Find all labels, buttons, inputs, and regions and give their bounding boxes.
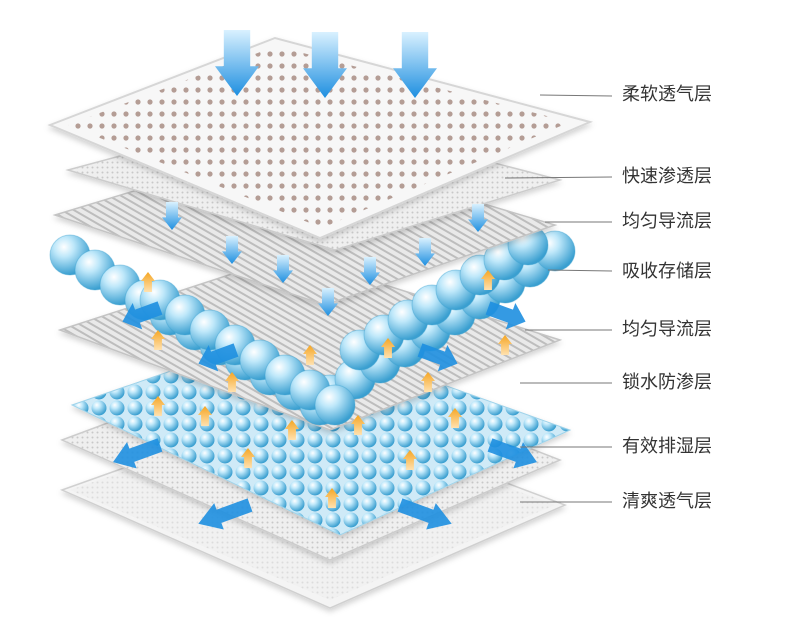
leader-lines-group [504, 94, 613, 503]
leader-line [547, 269, 613, 272]
layer-label-7: 有效排湿层 [622, 436, 712, 457]
down-arrow-large [303, 32, 347, 98]
spread-arrow [198, 498, 253, 530]
down-arrow-small [360, 257, 380, 285]
leader-line [504, 176, 613, 179]
spread-arrow [397, 498, 452, 530]
spread-arrow [485, 301, 526, 330]
down-arrow-large [393, 32, 437, 98]
spread-arrow [113, 438, 163, 469]
layer-label-6: 锁水防渗层 [622, 372, 712, 393]
absorb-bead [314, 384, 356, 426]
spread-arrow [198, 343, 239, 372]
down-arrow-small [415, 238, 435, 266]
up-arrow [498, 335, 512, 355]
up-arrow [448, 408, 462, 428]
layer-label-1: 柔软透气层 [622, 84, 712, 105]
down-arrow-small [318, 288, 338, 316]
up-arrow [225, 372, 239, 392]
down-arrow-small [222, 236, 242, 264]
layer-label-4: 吸收存储层 [622, 261, 712, 282]
leader-line [539, 94, 613, 97]
up-arrow [403, 450, 417, 470]
layer-label-8: 清爽透气层 [622, 491, 712, 512]
up-arrow [303, 345, 317, 365]
down-arrow-small [162, 202, 182, 230]
up-arrow [381, 338, 395, 358]
down-arrow-small [468, 204, 488, 232]
down-arrow-small [273, 255, 293, 283]
spread-arrow [487, 438, 537, 469]
up-arrow [151, 330, 165, 350]
up-arrow [141, 272, 155, 292]
down-arrow-large [215, 30, 259, 96]
up-arrow [325, 488, 339, 508]
up-arrow [151, 396, 165, 416]
up-arrow [351, 415, 365, 435]
up-arrow [481, 270, 495, 290]
layer-label-2: 快速渗透层 [622, 166, 712, 187]
spread-arrow [417, 343, 458, 372]
flow-arrows-group [113, 30, 537, 530]
up-arrow [241, 448, 255, 468]
layer-label-5: 均匀导流层 [622, 319, 712, 340]
up-arrow [198, 406, 212, 426]
layer-label-3: 均匀导流层 [622, 211, 712, 232]
up-arrow [421, 372, 435, 392]
layer-sheet-1-perforations [68, 46, 570, 228]
spread-arrow [122, 301, 163, 330]
up-arrow [285, 420, 299, 440]
